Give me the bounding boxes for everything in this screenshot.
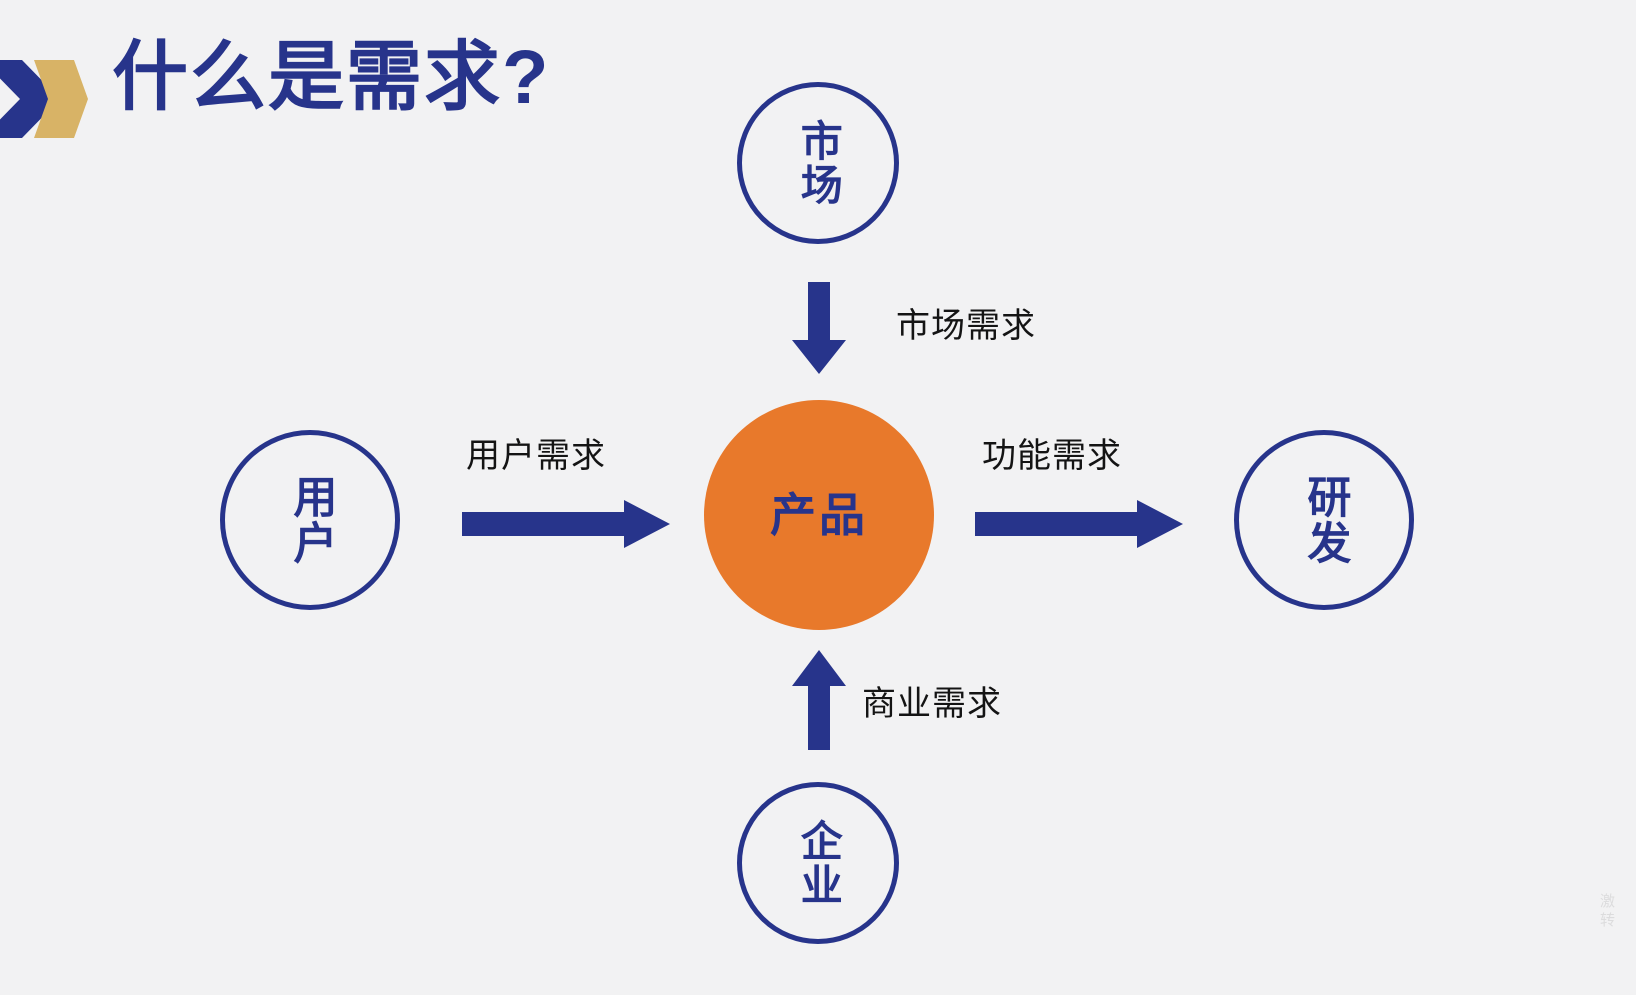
diagram-node-rnd-label: 研发 <box>1300 474 1350 566</box>
diagram-node-product[interactable]: 产品 <box>704 400 934 630</box>
diagram-node-rnd[interactable]: 研发 <box>1234 430 1414 610</box>
edge-label-market-demand: 市场需求 <box>896 307 1036 345</box>
diagram-node-enterprise-label: 企业 <box>795 819 843 907</box>
diagram-node-enterprise[interactable]: 企业 <box>737 782 899 944</box>
diagram-node-user[interactable]: 用户 <box>220 430 400 610</box>
arrow-right-icon-product-to-rnd <box>975 500 1183 548</box>
diagram-node-product-label: 产品 <box>770 488 868 541</box>
arrow-down-icon-market-to-product <box>784 282 854 374</box>
page-title: 什么是需求? <box>112 35 551 120</box>
slide-title-block: 什么是需求? <box>0 22 620 152</box>
edge-label-business-demand: 商业需求 <box>862 685 1002 723</box>
double-chevron-right-icon <box>0 60 88 138</box>
watermark-line-1: 激 <box>1600 893 1616 910</box>
edge-label-user-demand: 用户需求 <box>466 437 606 475</box>
diagram-node-market-label: 市场 <box>795 119 843 207</box>
diagram-node-user-label: 用户 <box>286 474 336 566</box>
arrow-right-icon-user-to-product <box>462 500 670 548</box>
watermark-line-2: 转 <box>1600 911 1616 929</box>
watermark: 激 转 <box>1600 893 1634 933</box>
diagram-node-market[interactable]: 市场 <box>737 82 899 244</box>
arrow-up-icon-enterprise-to-product <box>784 650 854 750</box>
edge-label-function-demand: 功能需求 <box>982 437 1122 475</box>
